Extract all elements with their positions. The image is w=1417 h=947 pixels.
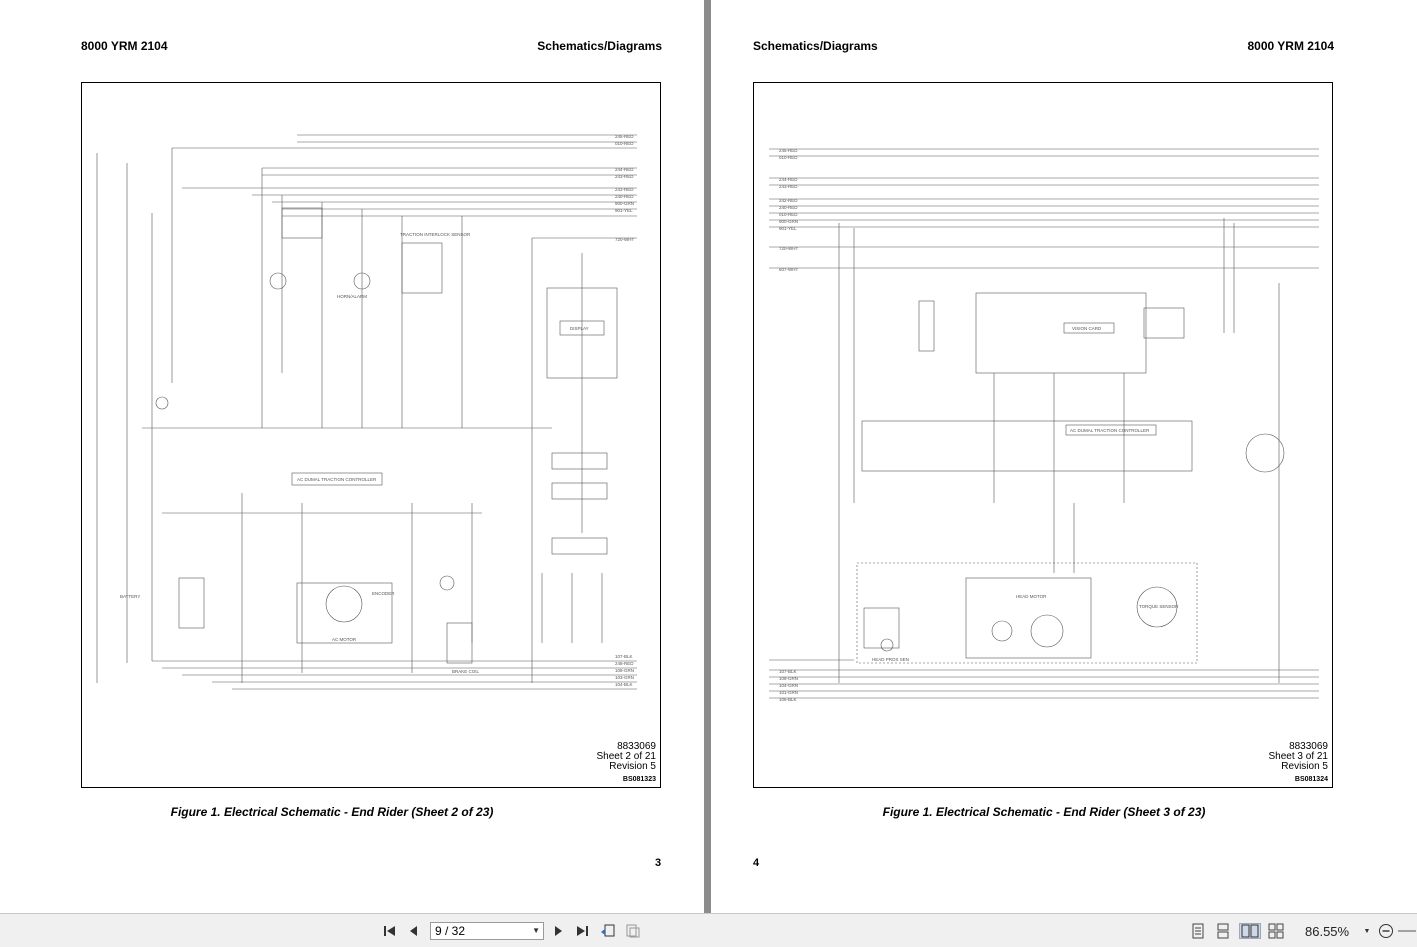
continuous-view-button[interactable] — [1214, 923, 1232, 939]
wire-label: 108-GRN — [779, 676, 798, 681]
wire-label: 245-RED — [779, 148, 798, 153]
wire-label: 244-RED — [615, 167, 634, 172]
schematic-figure: VISION CARD AC DUMAL TRACTION CONTROLLER… — [753, 82, 1333, 788]
single-page-view-button[interactable] — [1189, 923, 1207, 939]
two-page-icon — [1241, 924, 1259, 938]
zoom-level[interactable]: 86.55% — [1305, 924, 1350, 939]
go-back-view-button[interactable] — [599, 923, 617, 939]
wire-label: 243-RED — [779, 184, 798, 189]
schematic-drawing: TRACTION INTERLOCK SENSOR DISPLAY AC DUM… — [96, 134, 637, 690]
previous-page-button[interactable] — [405, 923, 423, 939]
two-page-view-button[interactable] — [1239, 923, 1261, 939]
wire-label: 607-WHT — [779, 267, 799, 272]
chevron-down-icon: ▼ — [1363, 927, 1371, 935]
vision-card-label: VISION CARD — [1072, 326, 1102, 331]
page-number: 4 — [753, 857, 760, 869]
wire-label: 240-RED — [615, 194, 634, 199]
wire-label: 107-BLK — [779, 669, 797, 674]
wire-label: 010-RED — [615, 141, 634, 146]
continuous-page-icon — [1217, 923, 1229, 939]
header-section: Schematics/Diagrams — [537, 39, 662, 53]
zoom-out-icon — [1379, 924, 1393, 938]
wire-label: 720-WHT — [615, 237, 635, 242]
wire-label: 248-RED — [615, 661, 634, 666]
header-doc-id: 8000 YRM 2104 — [81, 39, 168, 53]
wire-label: 107-BLK — [615, 654, 633, 659]
wire-label: 010-RED — [779, 212, 798, 217]
document-viewport[interactable]: 8000 YRM 2104 Schematics/Diagrams — [0, 0, 1417, 913]
page-number: 3 — [655, 857, 662, 869]
ac-motor-label: AC MOTOR — [332, 637, 357, 642]
wire-label: 720-WHT — [779, 246, 799, 251]
figure-caption: Figure 1. Electrical Schematic - End Rid… — [882, 805, 1206, 819]
horn-alarm-label: HORN/ALARM — [337, 294, 367, 299]
wire-label: 240-RED — [779, 205, 798, 210]
header-section: Schematics/Diagrams — [753, 39, 878, 53]
battery-label: BATTERY — [120, 594, 140, 599]
next-page-button[interactable] — [549, 923, 567, 939]
doc-info-block: 8833069 Sheet 3 of 21 Revision 5 BS08132… — [1269, 742, 1329, 785]
header-doc-id: 8000 YRM 2104 — [1247, 39, 1334, 53]
viewer-toolbar: 9 / 32 ▼ 86.55% ▼ — [0, 913, 1417, 947]
sheet-number: Sheet 3 of 21 — [1268, 751, 1329, 762]
drawing-code: BS081323 — [622, 776, 656, 783]
back-view-icon — [601, 924, 615, 937]
controller-label: AC DUMAL TRACTION CONTROLLER — [1070, 428, 1150, 433]
wire-label: 104-BLK — [615, 682, 633, 687]
schematic-drawing: VISION CARD AC DUMAL TRACTION CONTROLLER… — [769, 148, 1319, 702]
zoom-out-button[interactable] — [1377, 923, 1395, 939]
single-page-icon — [1192, 923, 1204, 939]
wire-label: 900-GRN — [615, 201, 634, 206]
wire-label: 101-GRN — [779, 690, 798, 695]
wire-label: 108-GRN — [615, 668, 634, 673]
first-page-button[interactable] — [381, 923, 399, 939]
drawing-code: BS081324 — [1294, 776, 1328, 783]
doc-number: 8833069 — [617, 741, 656, 752]
zoom-menu-button[interactable]: ▼ — [1362, 923, 1372, 939]
wire-label: 103-GRN — [615, 675, 634, 680]
revision: Revision 5 — [1281, 761, 1328, 772]
schematic-figure: TRACTION INTERLOCK SENSOR DISPLAY AC DUM… — [81, 82, 661, 788]
zoom-slider[interactable] — [1398, 923, 1416, 939]
torque-sensor-label: TORQUE SENSOR — [1139, 604, 1179, 609]
next-page-icon — [555, 926, 562, 936]
wire-label: 901-YEL — [779, 226, 797, 231]
figure-caption: Figure 1. Electrical Schematic - End Rid… — [170, 805, 494, 819]
first-page-icon — [384, 926, 395, 936]
brake-coil-label: BRAKE COIL — [452, 669, 480, 674]
wire-label: 242-RED — [615, 187, 634, 192]
wire-label: 242-RED — [779, 198, 798, 203]
wire-label: 901-YEL — [615, 208, 633, 213]
traction-interlock-label: TRACTION INTERLOCK SENSOR — [400, 232, 471, 237]
head-prox-label: HEAD PROX SEN — [872, 657, 909, 662]
last-page-button[interactable] — [573, 923, 591, 939]
display-label: DISPLAY — [570, 326, 589, 331]
last-page-icon — [577, 926, 588, 936]
encoder-label: ENCODER — [372, 591, 395, 596]
page-3: 8000 YRM 2104 Schematics/Diagrams — [0, 0, 704, 913]
wire-label: 243-RED — [615, 174, 634, 179]
chevron-down-icon[interactable]: ▼ — [532, 926, 540, 935]
doc-number: 8833069 — [1289, 741, 1328, 752]
page-4: Schematics/Diagrams 8000 YRM 2104 — [711, 0, 1417, 913]
wire-label: 245-RED — [615, 134, 634, 139]
forward-view-icon — [626, 924, 640, 938]
wire-label: 244-RED — [779, 177, 798, 182]
zoom-slider-track — [1398, 930, 1416, 932]
previous-page-icon — [410, 926, 417, 936]
page-indicator: 9 / 32 — [435, 924, 466, 938]
doc-info-block: 8833069 Sheet 2 of 21 Revision 5 BS08132… — [597, 742, 657, 785]
two-page-continuous-view-button[interactable] — [1267, 923, 1285, 939]
controller-label: AC DUMAL TRACTION CONTROLLER — [297, 477, 377, 482]
wire-label: 104-GRN — [779, 683, 798, 688]
sheet-number: Sheet 2 of 21 — [596, 751, 657, 762]
page-number-input[interactable]: 9 / 32 ▼ — [430, 922, 544, 940]
two-page-continuous-icon — [1268, 923, 1284, 939]
head-motor-label: HEAD MOTOR — [1016, 594, 1047, 599]
wire-label: 106-BLK — [779, 697, 797, 702]
wire-label: 900-GRN — [779, 219, 798, 224]
revision: Revision 5 — [609, 761, 656, 772]
go-forward-view-button[interactable] — [624, 923, 642, 939]
wire-label: 010-RED — [779, 155, 798, 160]
